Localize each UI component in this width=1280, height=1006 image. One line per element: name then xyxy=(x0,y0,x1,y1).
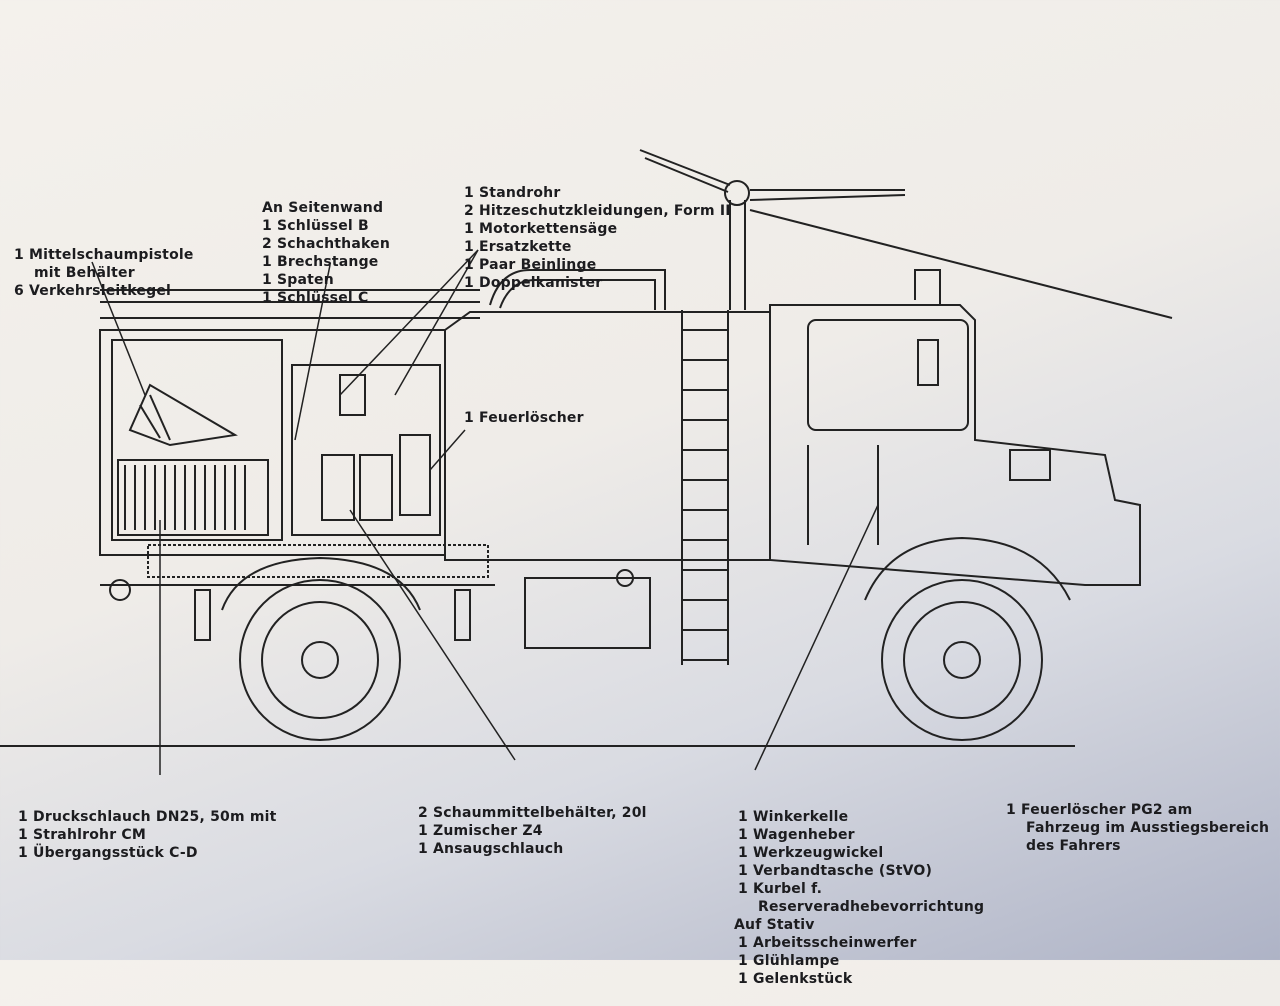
canisters xyxy=(321,374,431,521)
fuel-tank xyxy=(524,569,651,649)
light-mast xyxy=(639,149,1173,319)
spare-wheel-mounts xyxy=(109,579,471,641)
fire-truck-drawing xyxy=(0,149,1173,775)
hose-reel xyxy=(117,459,269,536)
front-wheel xyxy=(864,536,1071,741)
rear-wheel xyxy=(221,556,421,741)
ladder xyxy=(681,310,729,665)
traffic-cones xyxy=(128,383,238,447)
label-extinguisher: 1 Feuerlöscher xyxy=(464,410,584,426)
cab xyxy=(769,269,1141,586)
leader-lines xyxy=(91,249,879,775)
